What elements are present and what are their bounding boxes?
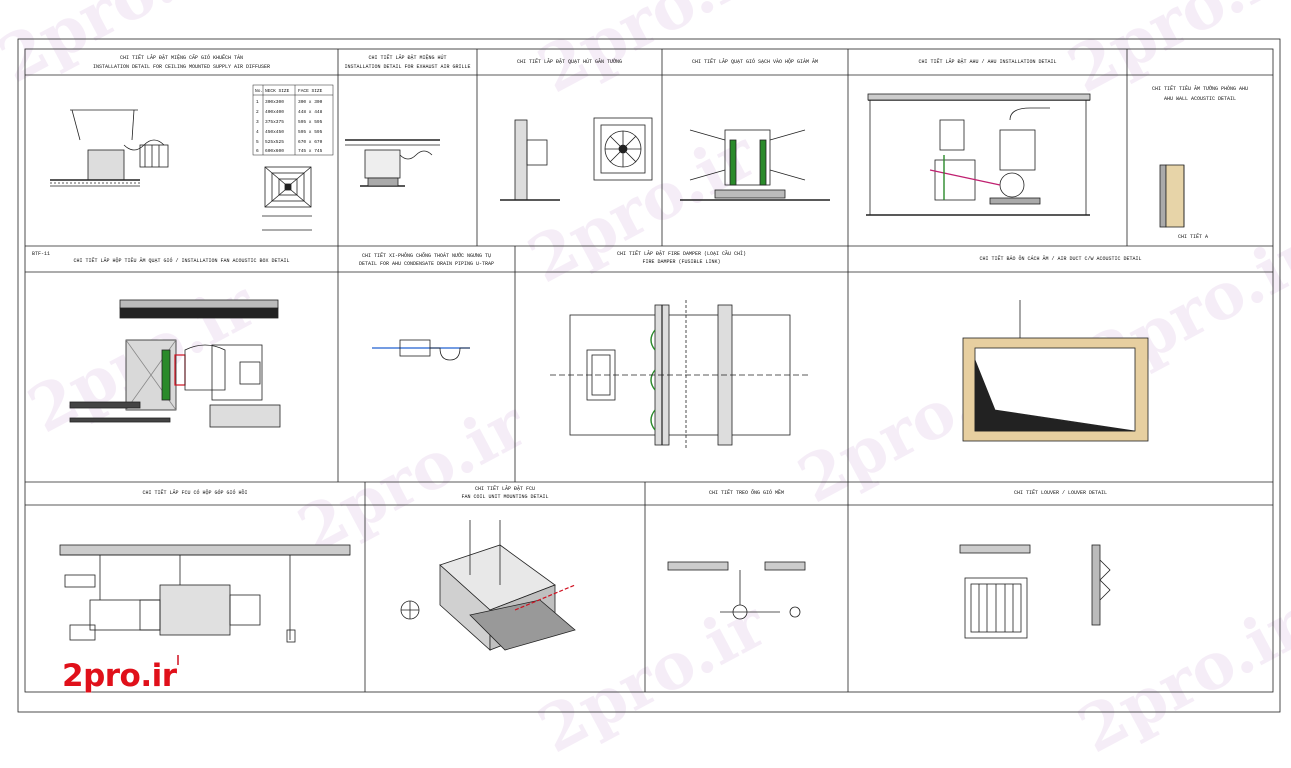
table-header: FACE SIZE bbox=[298, 88, 323, 94]
panel-subtitle: AHU WALL ACOUSTIC DETAIL bbox=[1163, 96, 1236, 102]
table-cell: 600x600 bbox=[265, 148, 284, 154]
panel-title: CHI TIẾT LẮP ĐẶT MIỆNG CẤP GIÓ KHUẾCH TÁ… bbox=[119, 55, 244, 61]
site-logo: 2pro.ir bbox=[62, 658, 177, 694]
panel-title: CHI TIẾT LẮP ĐẶT FIRE DAMPER (LOẠI CẦU C… bbox=[616, 251, 747, 257]
wall-acoustic-detail bbox=[1159, 164, 1185, 228]
table-header: NECK SIZE bbox=[265, 88, 290, 94]
flex-duct-hanger-detail bbox=[667, 561, 806, 620]
panel-title: CHI TIẾT LẮP HỘP TIÊU ÂM QUẠT GIÓ / INST… bbox=[73, 258, 290, 264]
panel-title: CHI TIẾT LẮP ĐẶT FCU bbox=[474, 486, 535, 492]
panel-title: CHI TIẾT LẮP ĐẶT MIỆNG HÚT bbox=[368, 55, 447, 61]
panel-subtitle: INSTALLATION DETAIL FOR CEILING MOUNTED … bbox=[92, 64, 271, 70]
table-cell: 3 bbox=[256, 119, 259, 125]
table-cell: 1 bbox=[256, 99, 259, 105]
panel-title: CHI TIẾT LOUVER / LOUVER DETAIL bbox=[1013, 490, 1107, 496]
fcu-return-plenum-detail bbox=[59, 544, 351, 665]
fcu-mounting-detail bbox=[400, 520, 576, 651]
table-cell: 670 x 670 bbox=[298, 139, 323, 145]
panel-title: CHI TIẾT LẮP ĐẶT AHU / AHU INSTALLATION … bbox=[918, 59, 1057, 65]
silencer-fan-detail bbox=[680, 129, 830, 201]
table-cell: 745 x 745 bbox=[298, 148, 323, 154]
diffuser-size-table bbox=[252, 84, 334, 156]
table-cell: 595 x 595 bbox=[298, 119, 323, 125]
table-cell: 4 bbox=[256, 129, 259, 135]
table-cell: 2 bbox=[256, 109, 259, 115]
table-cell: 400x400 bbox=[265, 109, 284, 115]
panel-subtitle: DETAIL FOR AHU CONDENSATE DRAIN PIPING U… bbox=[358, 261, 495, 267]
diffuser-face-plan bbox=[262, 166, 312, 231]
panel-subtitle: FAN COIL UNIT MOUNTING DETAIL bbox=[461, 494, 549, 500]
table-cell: 525x525 bbox=[265, 139, 284, 145]
panel-title: CHI TIẾT TREO ỐNG GIÓ MỀM bbox=[708, 490, 784, 496]
outer-frame bbox=[17, 38, 1281, 713]
table-header: No. bbox=[255, 88, 263, 94]
sheet-tag: BTF-11 bbox=[32, 251, 51, 257]
fan-acoustic-box-detail bbox=[69, 299, 281, 428]
panel-title: CHI TIẾT LẮP QUẠT GIÓ SẠCH VÀO HỘP GIẢM … bbox=[691, 59, 819, 65]
panel-title: CHI TIẾT BẢO ÔN CÁCH ÂM / AIR DUCT C/W A… bbox=[979, 256, 1142, 262]
table-cell: 595 x 595 bbox=[298, 129, 323, 135]
panel-title: CHI TIẾT TIÊU ÂM TƯỜNG PHÒNG AHU bbox=[1151, 86, 1248, 92]
inner-frame bbox=[24, 48, 1274, 693]
panel-title: CHI TIẾT LẮP ĐẶT QUẠT HÚT GẮN TƯỜNG bbox=[516, 59, 623, 65]
wall-fan-detail bbox=[500, 117, 653, 201]
panel-title: CHI TIẾT LẮP FCU CÓ HỘP GÓP GIÓ HỒI bbox=[142, 490, 248, 496]
panel-title: CHI TIẾT XI-PHÔNG CHỐNG THOÁT NƯỚC NGƯNG… bbox=[361, 253, 492, 259]
exhaust-grille-detail bbox=[345, 139, 440, 187]
detail-label: CHI TIẾT A bbox=[1178, 234, 1209, 240]
table-cell: 6 bbox=[256, 148, 259, 154]
ahu-detail bbox=[866, 93, 1091, 216]
table-cell: 450x450 bbox=[265, 129, 284, 135]
diffuser-table-text: No. NECK SIZE FACE SIZE 1 300x300 300 x … bbox=[255, 88, 323, 154]
panel-subtitle: FIRE DAMPER (FUSIBLE LINK) bbox=[642, 259, 721, 265]
table-cell: 300x300 bbox=[265, 99, 284, 105]
drain-u-trap-detail bbox=[372, 339, 470, 361]
table-cell: 5 bbox=[256, 139, 259, 145]
duct-acoustic-detail bbox=[962, 300, 1149, 442]
louver-detail bbox=[959, 544, 1111, 639]
table-cell: 300 x 300 bbox=[298, 99, 323, 105]
drawing-canvas: No. NECK SIZE FACE SIZE 1 300x300 300 x … bbox=[17, 38, 1281, 713]
fire-damper-detail bbox=[550, 300, 810, 450]
table-cell: 375x375 bbox=[265, 119, 284, 125]
diffuser-detail bbox=[50, 109, 169, 187]
panel-subtitle: INSTALLATION DETAIL FOR EXHAUST AIR GRIL… bbox=[344, 64, 471, 70]
table-cell: 448 x 448 bbox=[298, 109, 323, 115]
